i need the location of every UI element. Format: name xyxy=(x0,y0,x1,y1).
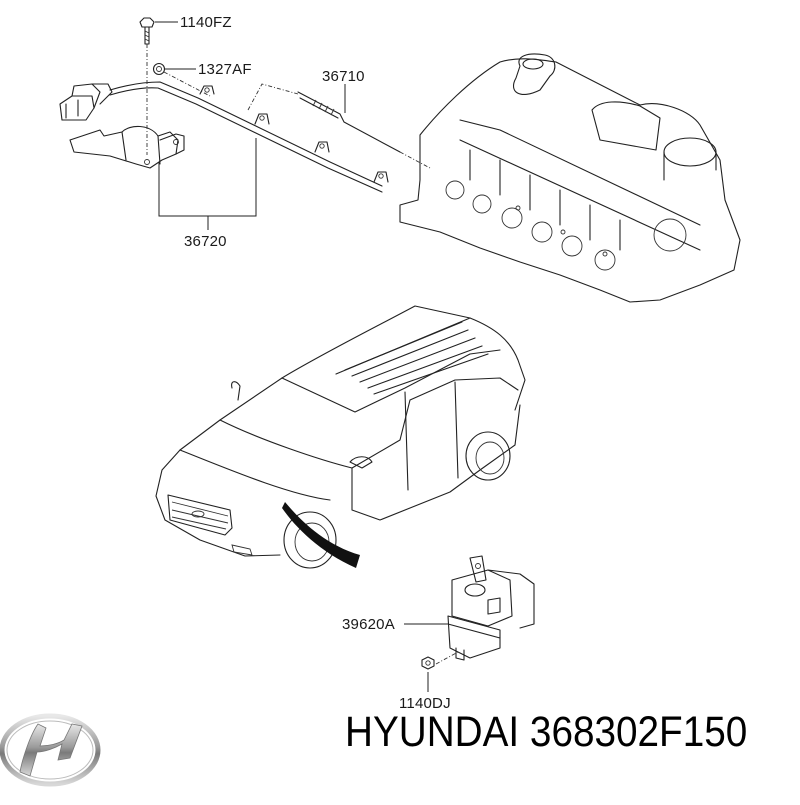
callout-36710: 36710 xyxy=(322,68,365,85)
callout-1140fz: 1140FZ xyxy=(180,14,232,31)
callout-1327af: 1327AF xyxy=(198,61,252,78)
wiring-harness-drawing xyxy=(59,17,431,193)
control-unit-drawing xyxy=(421,555,535,670)
callout-39620a: 39620A xyxy=(342,616,395,633)
car-drawing xyxy=(155,305,526,569)
hyundai-logo xyxy=(0,713,101,787)
callout-36720: 36720 xyxy=(184,233,227,250)
engine-drawing xyxy=(399,53,741,303)
callout-1140dj: 1140DJ xyxy=(399,695,451,712)
part-title: HYUNDAI 368302F150 xyxy=(345,708,748,756)
callout-leaders xyxy=(155,21,448,692)
